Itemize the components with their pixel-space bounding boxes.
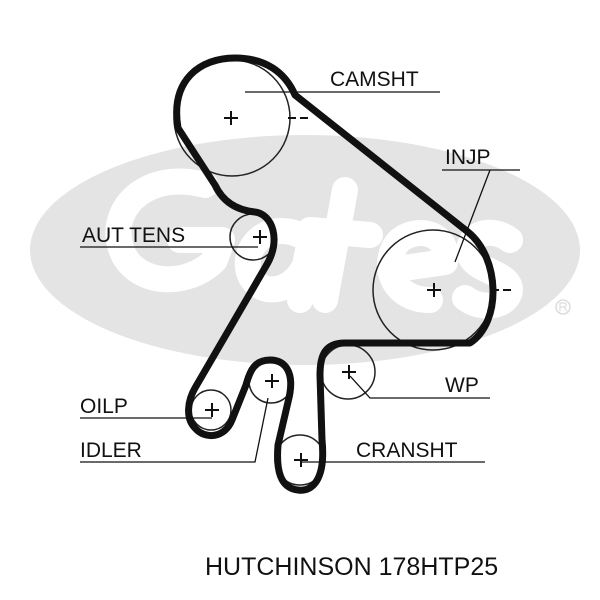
label-cransht: CRANSHT: [356, 439, 458, 462]
pulley-center-marks: [205, 111, 511, 467]
gates-watermark: [30, 135, 580, 365]
label-idler: IDLER: [80, 439, 142, 462]
label-wp: WP: [445, 374, 479, 397]
label-injp: INJP: [445, 146, 491, 169]
part-caption: HUTCHINSON 178HTP25: [205, 553, 499, 581]
timing-belt: [173, 54, 497, 494]
leader-lines: [80, 91, 520, 463]
label-camsht: CAMSHT: [330, 68, 419, 91]
label-aut-tens: AUT TENS: [82, 224, 185, 247]
label-oilp: OILP: [80, 395, 128, 418]
